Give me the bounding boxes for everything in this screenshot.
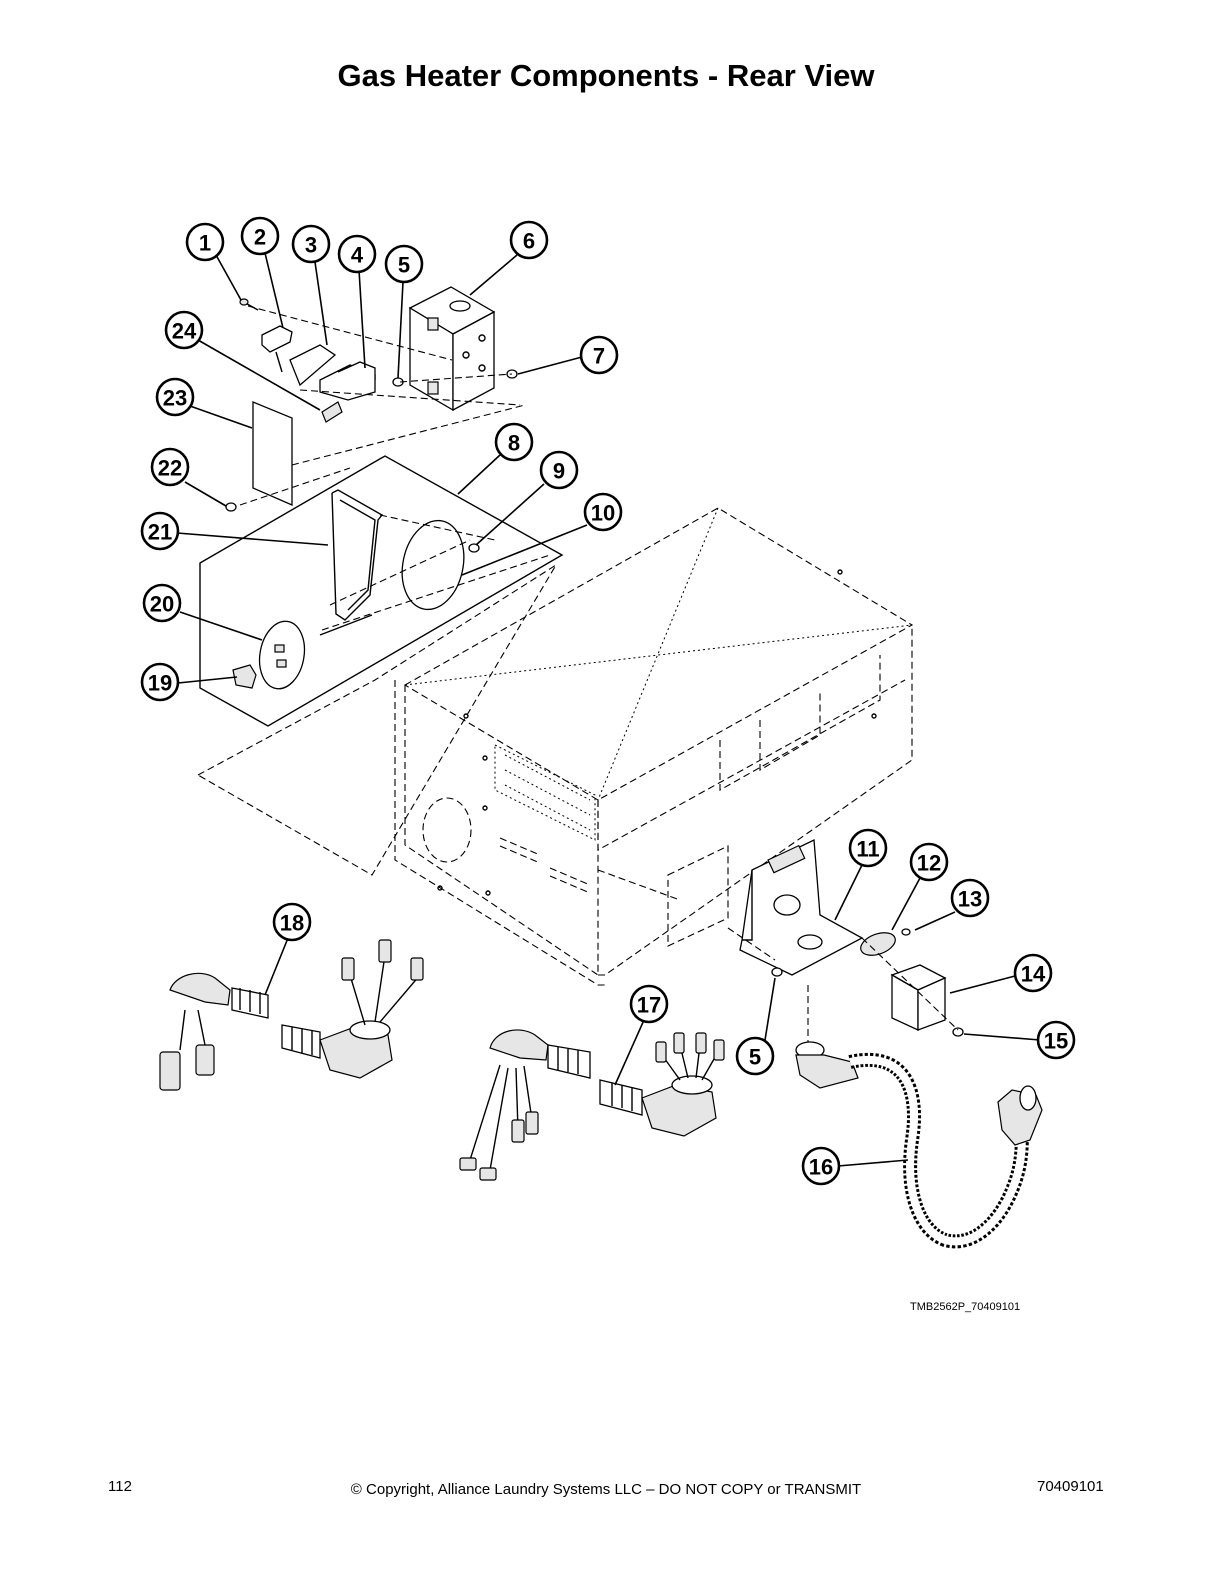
callout-7: 7 [579, 335, 619, 375]
svg-text:19: 19 [148, 671, 172, 696]
mounting-plate [597, 839, 964, 1045]
callout-20: 20 [142, 583, 182, 623]
callout-19: 19 [140, 662, 180, 702]
callout-18: 18 [272, 902, 312, 942]
callout-22: 22 [150, 447, 190, 487]
callout-24: 24 [164, 310, 204, 350]
callout-6: 6 [509, 220, 549, 260]
callout-11: 11 [848, 828, 888, 868]
wire-harness-18 [159, 939, 424, 1091]
callout-10: 10 [583, 492, 623, 532]
svg-text:20: 20 [150, 592, 174, 617]
svg-text:6: 6 [523, 229, 535, 254]
callout-16: 16 [801, 1146, 841, 1186]
callout-2: 2 [240, 216, 280, 256]
svg-text:5: 5 [749, 1045, 761, 1070]
callout-5-lower: 5 [735, 1036, 775, 1076]
svg-text:22: 22 [158, 456, 182, 481]
switch-assembly [225, 286, 551, 631]
callout-15: 15 [1036, 1020, 1076, 1060]
callout-17: 17 [629, 984, 669, 1024]
svg-text:18: 18 [280, 911, 304, 936]
drawing-code: TMB2562P_70409101 [910, 1301, 1021, 1313]
callout-1: 1 [185, 222, 225, 262]
svg-text:15: 15 [1044, 1029, 1068, 1054]
svg-text:9: 9 [553, 459, 565, 484]
svg-text:10: 10 [591, 501, 615, 526]
callout-14: 14 [1013, 953, 1053, 993]
svg-text:5: 5 [398, 253, 410, 278]
burner-panel [196, 455, 564, 876]
svg-text:3: 3 [305, 233, 317, 258]
page-title: Gas Heater Components - Rear View [337, 58, 875, 93]
callout-4: 4 [337, 234, 377, 274]
svg-text:16: 16 [809, 1155, 833, 1180]
svg-text:13: 13 [958, 887, 982, 912]
flexible-conduit-16 [795, 1041, 1043, 1249]
callout-21: 21 [140, 511, 180, 551]
callout-5: 5 [384, 244, 424, 284]
leader-lines [176, 252, 1041, 1167]
callout-23: 23 [155, 377, 195, 417]
callout-9: 9 [539, 450, 579, 490]
svg-text:21: 21 [148, 520, 172, 545]
svg-text:14: 14 [1021, 962, 1046, 987]
svg-text:1: 1 [199, 231, 211, 256]
callout-8: 8 [494, 422, 534, 462]
callout-12: 12 [909, 842, 949, 882]
copyright-notice: © Copyright, Alliance Laundry Systems LL… [350, 1481, 862, 1498]
page-number: 112 [108, 1478, 132, 1495]
callout-3: 3 [291, 224, 331, 264]
svg-text:7: 7 [593, 344, 605, 369]
svg-text:12: 12 [917, 851, 941, 876]
svg-text:17: 17 [637, 993, 661, 1018]
svg-text:24: 24 [172, 319, 197, 344]
svg-text:23: 23 [163, 386, 187, 411]
document-number: 70409101 [1037, 1478, 1104, 1495]
svg-text:2: 2 [254, 225, 266, 250]
svg-text:8: 8 [508, 431, 520, 456]
svg-text:11: 11 [856, 837, 879, 862]
wire-harness-17 [459, 1029, 725, 1181]
heater-cabinet [394, 507, 914, 986]
callout-13: 13 [950, 878, 990, 918]
svg-text:4: 4 [351, 243, 364, 268]
